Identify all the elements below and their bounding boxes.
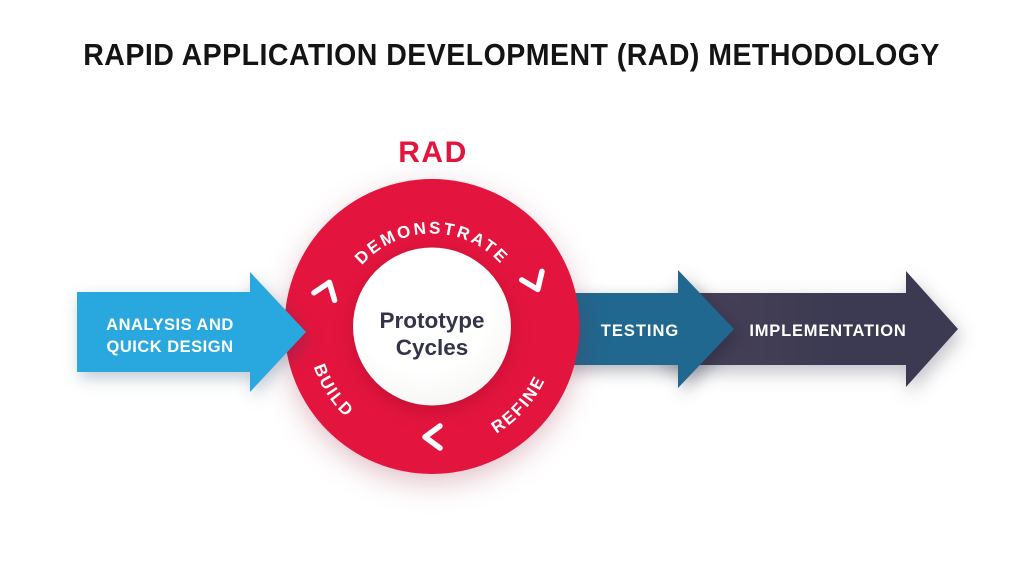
prototype-label-line1: Prototype <box>379 308 484 333</box>
analysis-label-line1: ANALYSIS AND <box>106 316 234 334</box>
testing-arrow-head <box>678 270 734 388</box>
title-container: RAPID APPLICATION DEVELOPMENT (RAD) METH… <box>0 39 1024 70</box>
chevron-down-icon <box>518 268 545 293</box>
analysis-label-line2: QUICK DESIGN <box>106 338 233 356</box>
prototype-circle <box>353 247 511 406</box>
analysis-arrow-body <box>77 292 250 372</box>
testing-label: TESTING <box>601 322 680 340</box>
cycle-title: RAD <box>398 136 468 169</box>
cycle-direction-icons <box>311 268 545 451</box>
implementation-arrow-head <box>906 271 958 387</box>
testing-arrow: TESTING <box>558 270 734 388</box>
analysis-arrow-head <box>250 272 306 392</box>
analysis-arrow: ANALYSIS AND QUICK DESIGN <box>77 272 306 392</box>
implementation-label: IMPLEMENTATION <box>749 322 906 340</box>
chevron-up-icon <box>311 279 338 304</box>
prototype-circle-group <box>353 247 511 406</box>
page-title: RAPID APPLICATION DEVELOPMENT (RAD) METH… <box>83 37 941 72</box>
prototype-label-line2: Cycles <box>396 335 469 360</box>
chevron-left-icon <box>422 423 443 451</box>
